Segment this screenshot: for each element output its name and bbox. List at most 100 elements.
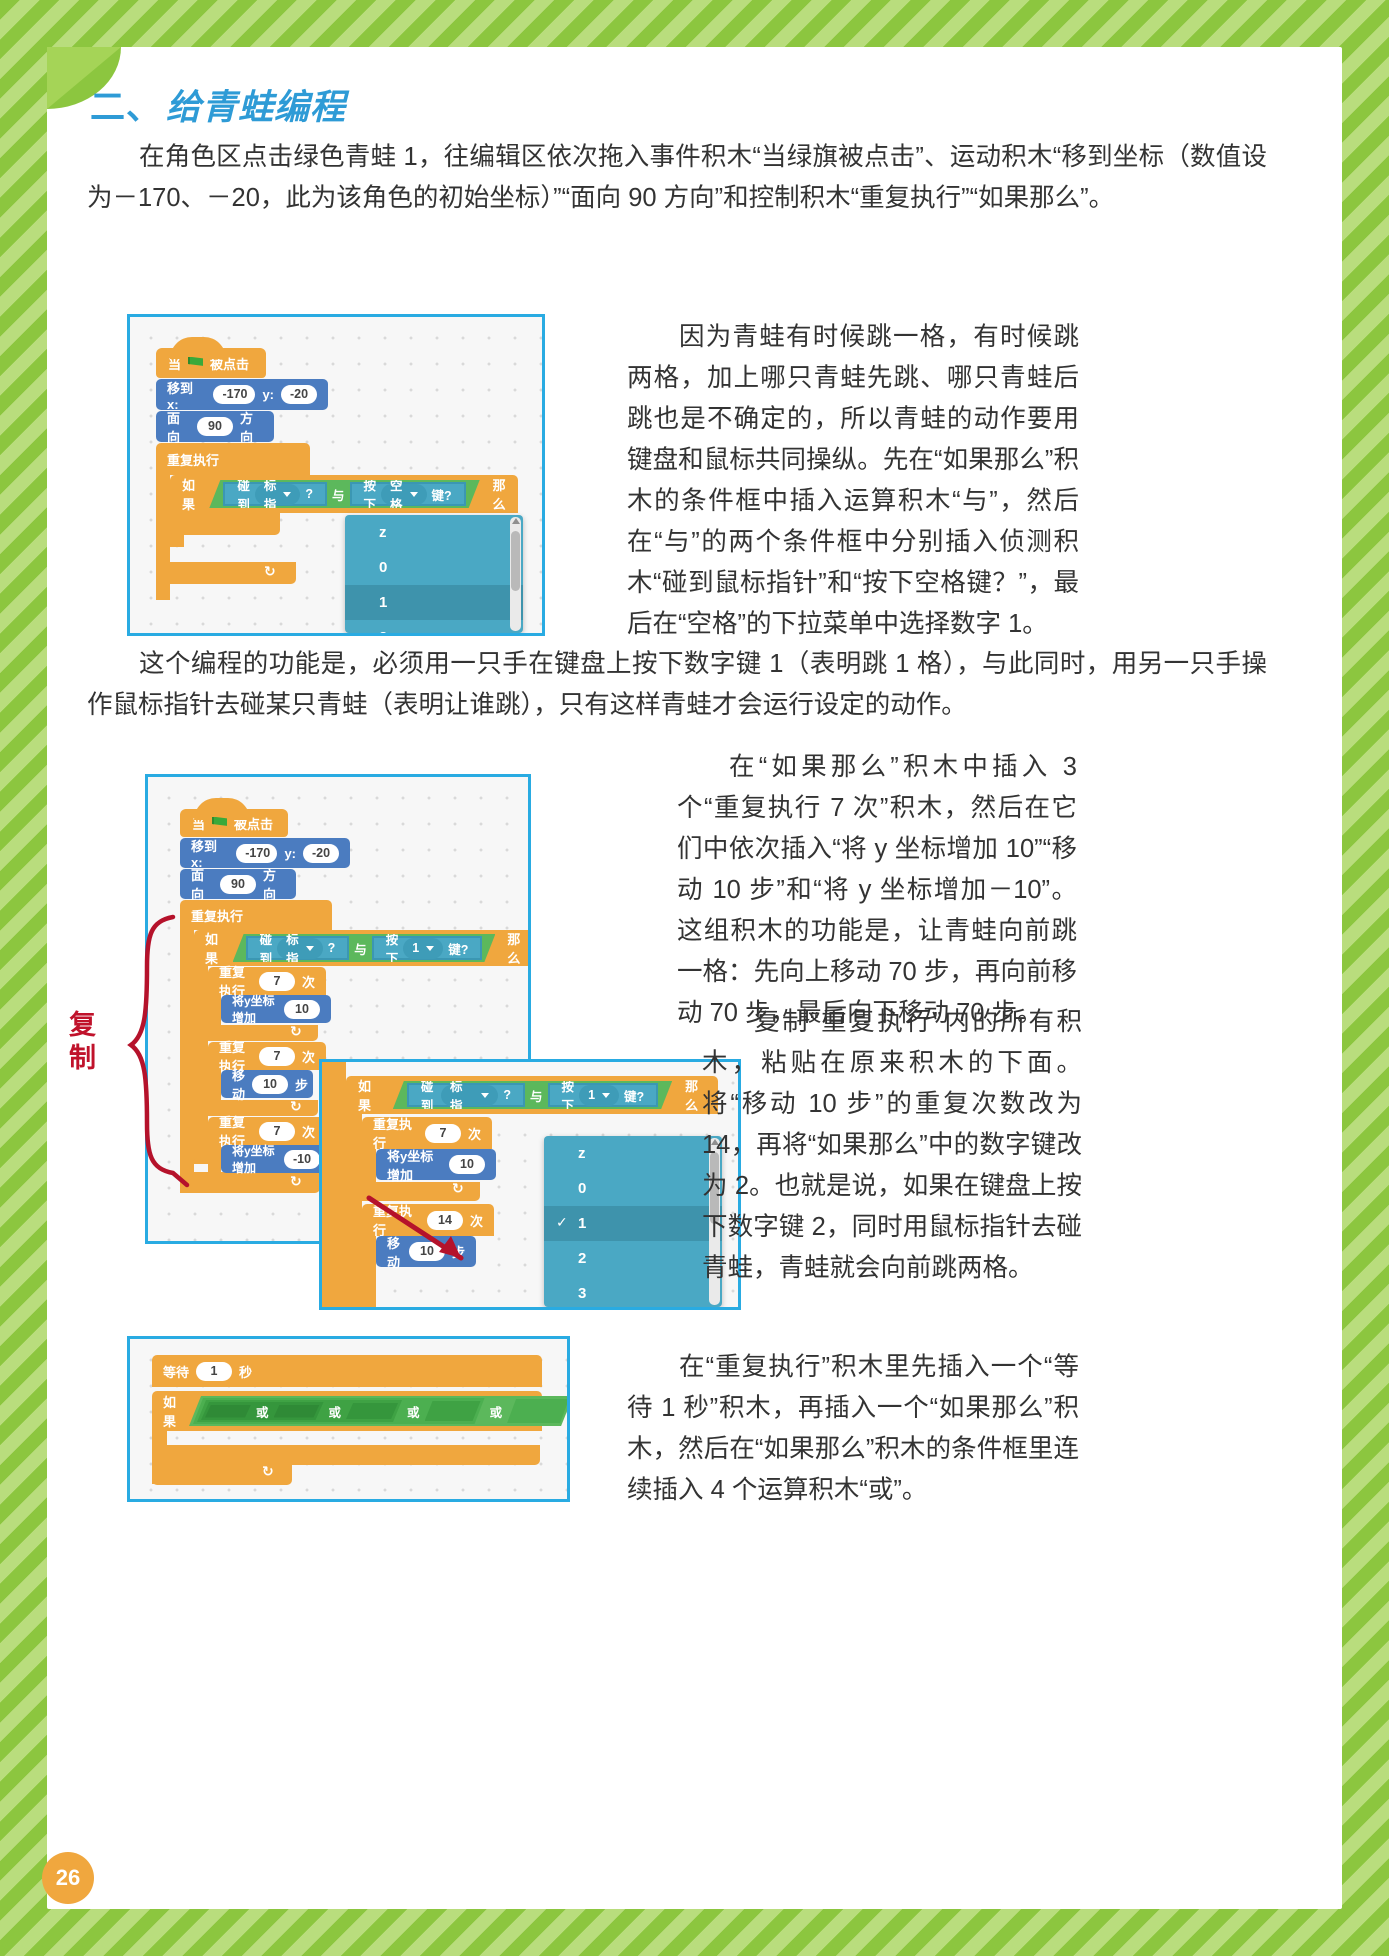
- block-repeat-1[interactable]: 重复执行 7 次: [208, 965, 326, 999]
- direction-input[interactable]: 90: [220, 874, 256, 894]
- block-if-then-4[interactable]: 如果 或 或 或 或: [152, 1391, 542, 1431]
- dropdown-item-z[interactable]: z: [578, 1145, 586, 1162]
- direction-input[interactable]: 90: [197, 417, 233, 436]
- move-steps-input-3[interactable]: 10: [408, 1242, 445, 1261]
- repeat-count-input-b[interactable]: 14: [426, 1210, 463, 1230]
- sensing-key-pressed-block[interactable]: 按下 空格 键?: [350, 482, 466, 506]
- goto-x-input[interactable]: -170: [213, 385, 256, 404]
- block-change-y-1[interactable]: 将y坐标增加 10: [221, 994, 331, 1025]
- operator-or-empty-slot[interactable]: [274, 1405, 320, 1418]
- dropdown-scroll-thumb[interactable]: [511, 531, 520, 591]
- dropdown-scrollbar[interactable]: [510, 517, 521, 631]
- page-title-text: 给青蛙编程: [166, 88, 347, 127]
- key-value-dropdown-3[interactable]: 1: [579, 1085, 619, 1106]
- block-if-then[interactable]: 如果 碰到 鼠标指针 ? 与 按下 空格 键? 那么: [170, 475, 518, 513]
- block-goto-xy[interactable]: 移到 x: -170 y: -20: [156, 379, 328, 412]
- block-point-in-direction[interactable]: 面向 90 方向: [156, 411, 274, 445]
- repeat-label: 重复执行: [373, 1117, 413, 1151]
- change-y-input-1[interactable]: 10: [284, 999, 320, 1019]
- block-change-y-3[interactable]: 将y坐标增加 10: [376, 1149, 496, 1183]
- touching-target-dropdown-3[interactable]: 鼠标指针: [441, 1085, 498, 1106]
- dropdown-item-2[interactable]: 2: [578, 1250, 587, 1267]
- operator-or-block-3[interactable]: 或 或: [197, 1400, 402, 1422]
- block-repeat-3-b[interactable]: 重复执行 14 次: [362, 1204, 494, 1238]
- and-label: 与: [354, 942, 367, 957]
- key-value-dropdown-2[interactable]: 1: [403, 938, 443, 959]
- dropdown-item-1[interactable]: 1: [345, 585, 523, 620]
- operator-or-block-4[interactable]: 或: [201, 1402, 324, 1420]
- block-repeat-3[interactable]: 重复执行 7 次: [208, 1115, 326, 1149]
- operator-and-block-3[interactable]: 碰到 鼠标指针 ? 与 按下 1 键?: [393, 1081, 672, 1109]
- repeat-2-bottom: [208, 1100, 318, 1116]
- touching-target-dropdown[interactable]: 鼠标指针: [255, 484, 301, 505]
- block-when-flag-clicked[interactable]: 当 被点击: [156, 337, 266, 378]
- and-label: 与: [331, 488, 345, 503]
- dropdown-item-3[interactable]: 3: [578, 1285, 587, 1302]
- sensing-key-pressed-block-2[interactable]: 按下 1 键?: [372, 936, 483, 960]
- block-wait-seconds[interactable]: 等待 1 秒: [152, 1355, 542, 1387]
- block-if-then-3[interactable]: 如果 碰到 鼠标指针 ? 与 按下 1 键? 那么: [346, 1076, 718, 1114]
- sensing-touching-block[interactable]: 碰到 鼠标指针 ?: [223, 482, 327, 506]
- operator-or-empty-slot[interactable]: [425, 1401, 481, 1421]
- repeat-count-input-1[interactable]: 7: [258, 971, 295, 991]
- operator-and-block-2[interactable]: 碰到 鼠标指针 ? 与 按下 1 键?: [233, 934, 496, 962]
- goto-y-input[interactable]: -20: [303, 843, 339, 863]
- key-value: 1: [412, 941, 420, 955]
- key-value-dropdown[interactable]: 空格: [381, 484, 427, 505]
- if-bottom-4: [152, 1445, 540, 1465]
- copy-annotation-label: 复 制: [69, 1009, 96, 1075]
- change-y-input-2[interactable]: -10: [284, 1149, 320, 1169]
- change-y-input-3[interactable]: 10: [449, 1155, 485, 1174]
- if-left-wall-3: [346, 1114, 362, 1307]
- block-forever-2[interactable]: 重复执行: [180, 900, 332, 930]
- wait-seconds-input[interactable]: 1: [196, 1361, 233, 1381]
- paragraph-side-2: 在“如果那么”积木中插入 3 个“重复执行 7 次”积木，然后在它们中依次插入“…: [677, 753, 1077, 1027]
- dropdown-item-0[interactable]: 0: [578, 1180, 587, 1197]
- dropdown-item-1[interactable]: ✓ 1: [544, 1206, 722, 1241]
- dropdown-item-z[interactable]: z: [379, 524, 387, 541]
- dropdown-scroll-thumb-3[interactable]: [710, 1152, 719, 1224]
- block-if-then-2[interactable]: 如果 碰到 鼠标指针 ? 与 按下 1 键? 那么: [194, 930, 528, 966]
- repeat-count-input-3[interactable]: 7: [258, 1121, 295, 1141]
- key-dropdown-menu-3[interactable]: z 0 ✓ 1 2 3: [544, 1136, 722, 1307]
- touching-target-dropdown-2[interactable]: 鼠标指针: [277, 938, 323, 959]
- operator-or-block-2[interactable]: 或 或 或: [193, 1398, 485, 1424]
- repeat-1-loop-arrow-icon: ↻: [290, 1023, 302, 1039]
- point-direction-label: 面向: [191, 868, 205, 902]
- scroll-up-arrow-icon[interactable]: [511, 518, 520, 524]
- times-label: 次: [469, 1213, 483, 1229]
- sensing-key-pressed-block-3[interactable]: 按下 1 键?: [548, 1083, 659, 1107]
- operator-or-empty-slot[interactable]: [205, 1405, 251, 1418]
- block-repeat-2[interactable]: 重复执行 7 次: [208, 1040, 326, 1074]
- change-y-label: 将y坐标增加: [232, 1144, 275, 1175]
- dropdown-item-2[interactable]: 2: [345, 620, 523, 633]
- key-dropdown-menu[interactable]: z 0 1 2: [345, 515, 523, 633]
- block-goto-xy-2[interactable]: 移到 x: -170 y: -20: [180, 838, 350, 870]
- goto-x-input[interactable]: -170: [236, 843, 278, 863]
- repeat-count-input-a[interactable]: 7: [424, 1123, 461, 1143]
- dropdown-scrollbar-3[interactable]: [709, 1138, 720, 1305]
- sensing-touching-block-2[interactable]: 碰到 鼠标指针 ?: [246, 936, 350, 960]
- block-forever[interactable]: 重复执行: [156, 443, 310, 475]
- direction-tail-label: 方向: [263, 868, 277, 902]
- touching-label: 碰到: [259, 933, 273, 966]
- block-when-flag-clicked-2[interactable]: 当 被点击: [180, 798, 288, 837]
- key-pressed-label: 按下: [385, 933, 399, 966]
- scroll-up-arrow-icon[interactable]: [710, 1139, 719, 1145]
- operator-or-empty-slot[interactable]: [346, 1403, 398, 1419]
- block-repeat-3-a[interactable]: 重复执行 7 次: [362, 1117, 492, 1151]
- sensing-touching-block-3[interactable]: 碰到 鼠标指针 ?: [407, 1083, 525, 1107]
- move-steps-input[interactable]: 10: [252, 1074, 289, 1094]
- goto-y-input[interactable]: -20: [281, 385, 317, 404]
- dropdown-item-0[interactable]: 0: [379, 559, 388, 576]
- forever-label: 重复执行: [167, 452, 220, 468]
- block-move-steps-3[interactable]: 移动 10 步: [376, 1236, 476, 1270]
- operator-or-block-1[interactable]: 或 或 或 或: [189, 1396, 570, 1426]
- block-move-steps[interactable]: 移动 10 步: [221, 1068, 313, 1102]
- operator-or-empty-slot[interactable]: [507, 1399, 569, 1423]
- block-change-y-2[interactable]: 将y坐标增加 -10: [221, 1144, 331, 1175]
- block-point-in-direction-2[interactable]: 面向 90 方向: [180, 868, 296, 902]
- change-y-label: 将y坐标增加: [387, 1148, 434, 1183]
- operator-and-block[interactable]: 碰到 鼠标指针 ? 与 按下 空格 键?: [209, 480, 479, 508]
- repeat-count-input-2[interactable]: 7: [258, 1046, 295, 1066]
